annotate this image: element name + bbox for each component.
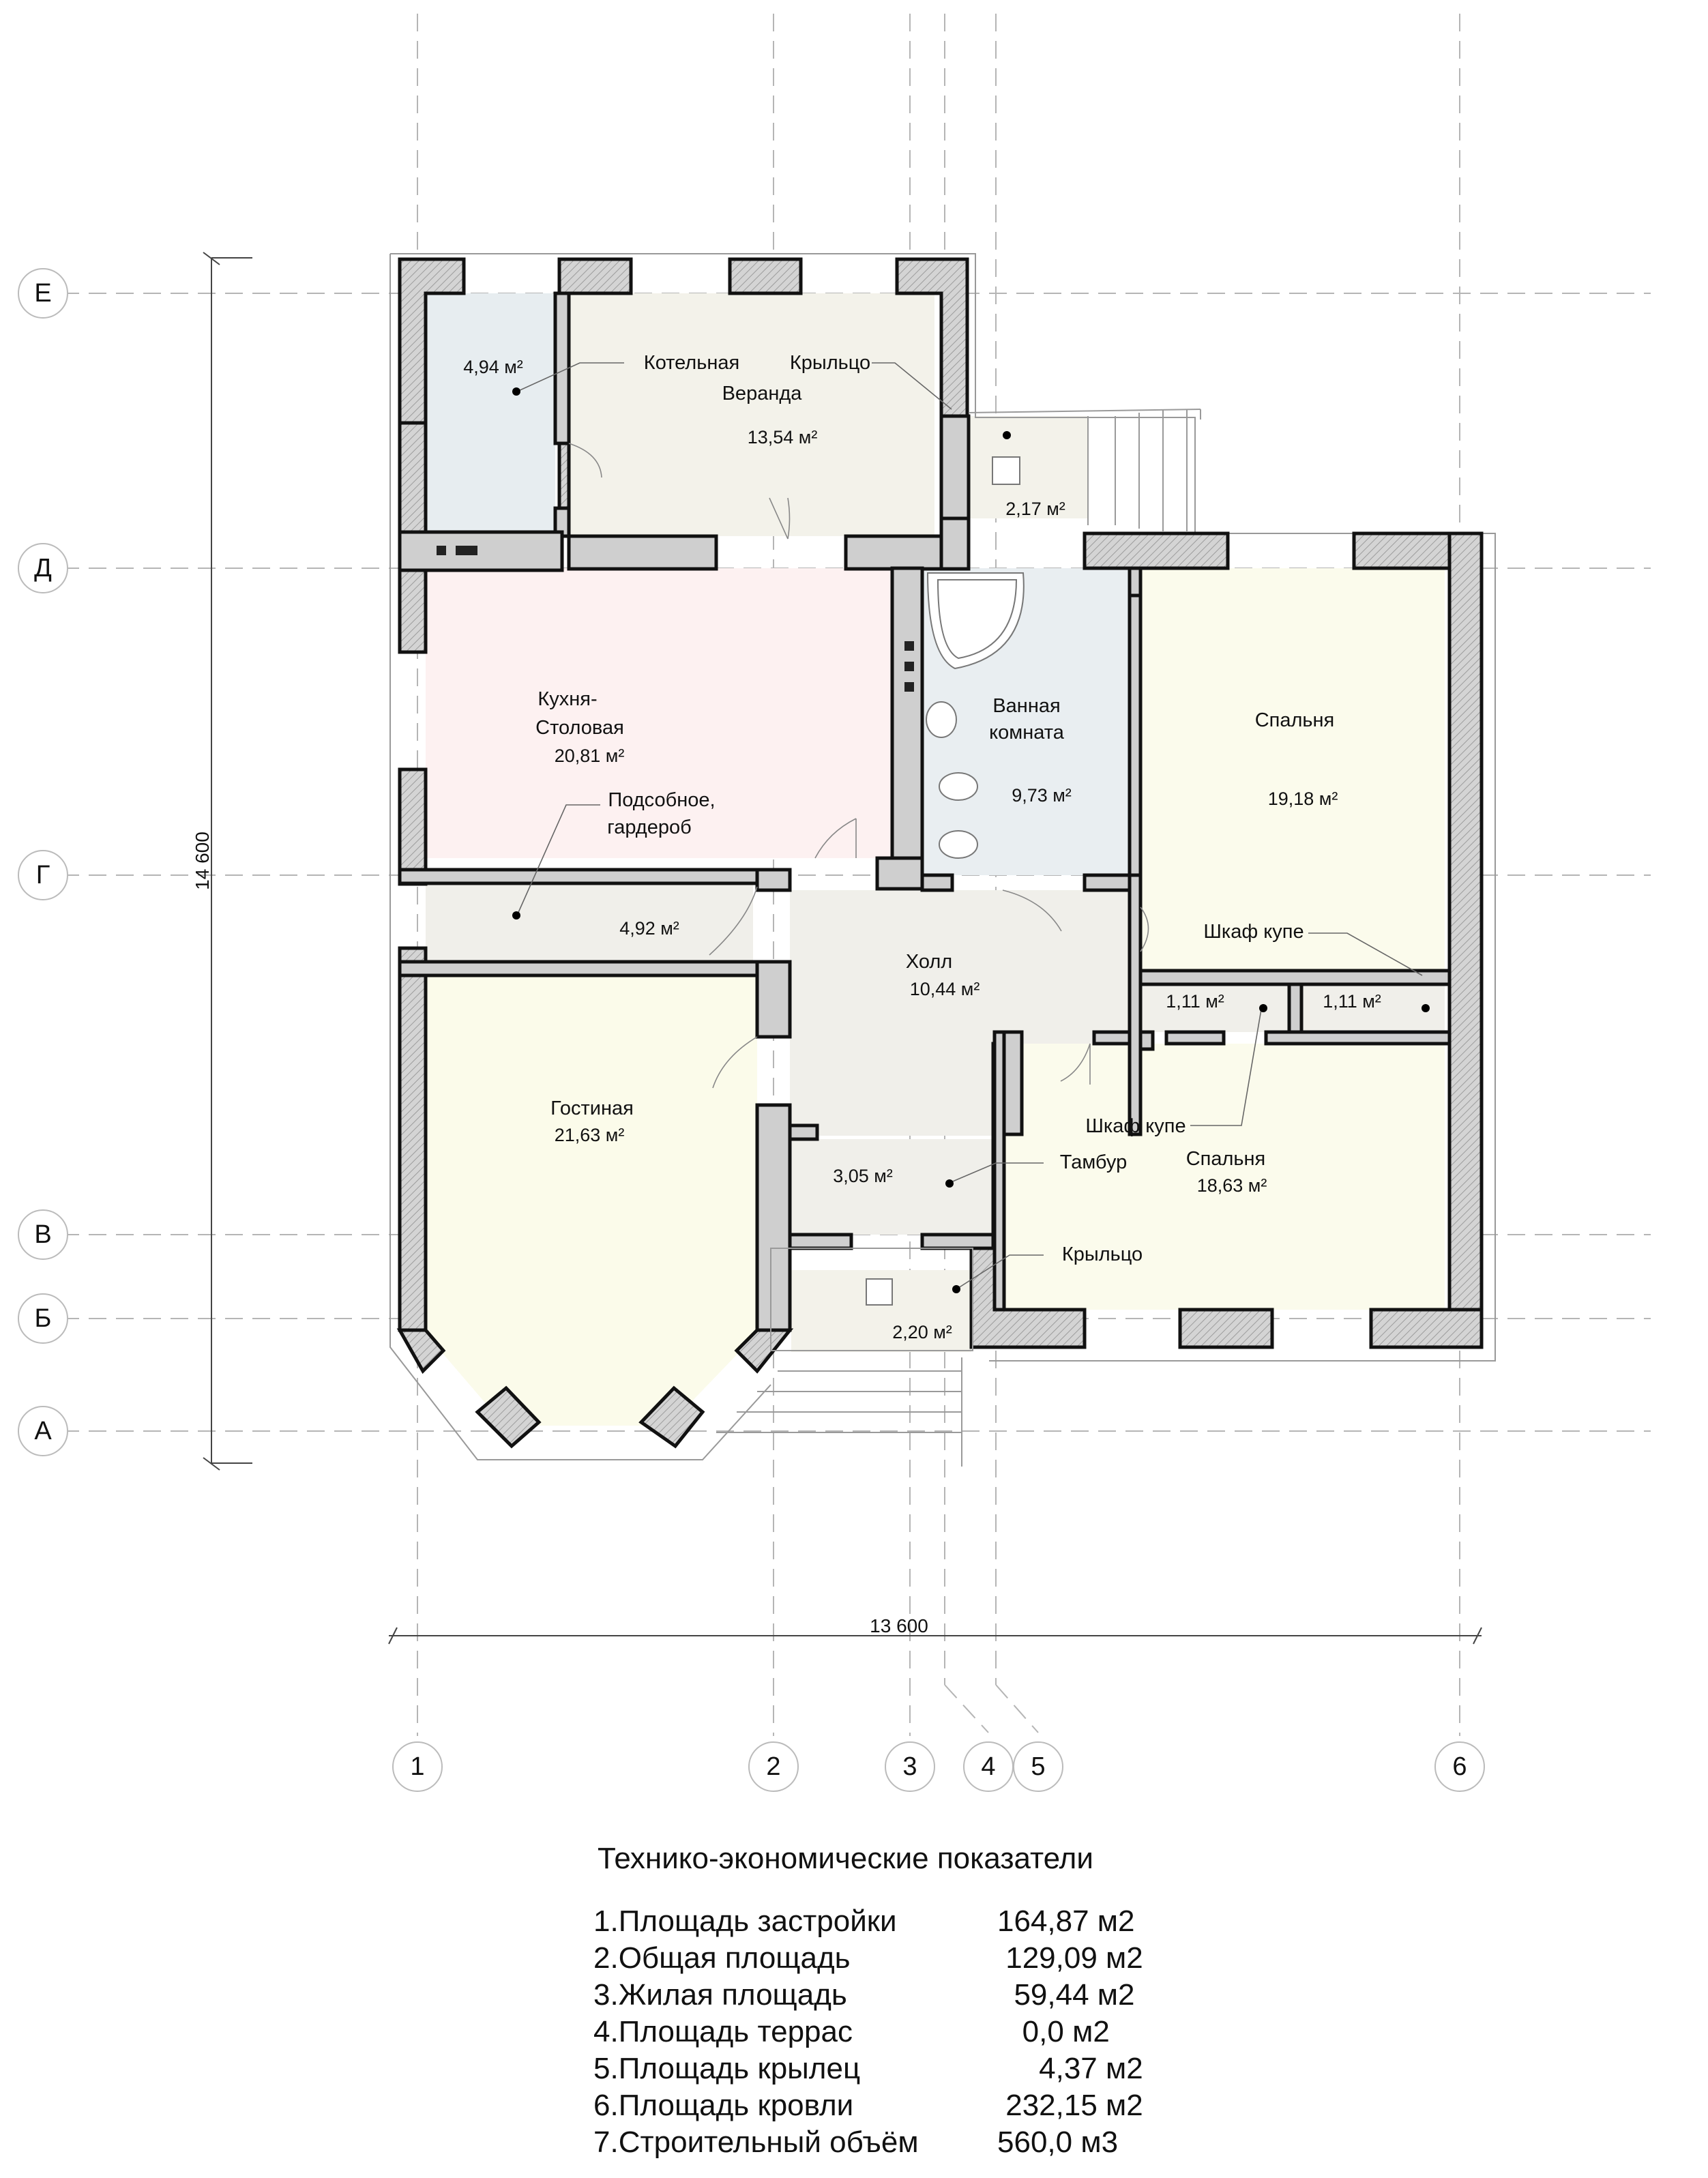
utility-name-2: гардероб (607, 816, 691, 838)
bedroom2-name: Спальня (1186, 1148, 1266, 1170)
hall-area: 10,44 м² (910, 979, 980, 999)
indicator-row: 7.Строительный объём 560,0 м3 (593, 2124, 1276, 2161)
living-name: Гостиная (550, 1098, 634, 1119)
room-bedroom1 (1140, 568, 1445, 971)
bedroom2-area: 18,63 м² (1197, 1175, 1267, 1196)
axis-col-2: 2 (766, 1752, 780, 1781)
dimension-lines (203, 252, 1482, 1645)
outer-outline (389, 253, 1496, 1460)
veranda-area: 13,54 м² (748, 427, 818, 447)
bedroom1-name: Спальня (1255, 709, 1335, 731)
indicator-label: 1.Площадь застройки (593, 1904, 897, 1938)
axis-row-e: Е (34, 279, 51, 308)
bathroom-name-2: комната (989, 722, 1065, 744)
indicator-value: 232,15 м2 (997, 2089, 1143, 2122)
indicator-row: 4.Площадь террас 0,0 м2 (593, 2014, 1276, 2050)
veranda-name: Веранда (722, 383, 803, 404)
axis-col-3: 3 (902, 1752, 917, 1781)
room-bedroom2 (1004, 1044, 1445, 1310)
indicator-value: 4,37 м2 (997, 2052, 1143, 2085)
leaders (516, 362, 1423, 1290)
indicator-row: 3.Жилая площадь 59,44 м2 (593, 1977, 1276, 2014)
indicator-label: 3.Жилая площадь (593, 1978, 847, 2012)
room-labels: 4,94 м² Котельная Веранда 13,54 м² Крыль… (463, 352, 1381, 1342)
room-kitchen (426, 568, 894, 858)
indicator-value: 59,44 м2 (997, 1978, 1135, 2012)
bedroom1-area: 19,18 м² (1268, 789, 1338, 809)
column-axis-markers: 1 2 3 4 5 6 (392, 1741, 1485, 1792)
wardrobe2-name: Шкаф купе (1085, 1115, 1186, 1137)
indicator-row: 5.Площадь крылец 4,37 м2 (593, 2050, 1276, 2087)
indicator-value: 560,0 м3 (997, 2125, 1119, 2159)
indicator-row: 1.Площадь застройки 164,87 м2 (593, 1903, 1276, 1940)
axis-row-v: В (34, 1220, 51, 1249)
porch-bottom-name: Крыльцо (1062, 1243, 1143, 1265)
bathroom-name-1: Ванная (992, 695, 1060, 717)
kitchen-name-2: Столовая (535, 717, 624, 739)
room-living (426, 975, 757, 1426)
room-porch-top (969, 416, 1088, 518)
hall-name: Холл (906, 951, 952, 973)
bathroom-fixtures (866, 456, 1025, 1306)
row-axis-markers: Е Д Г В Б А (18, 268, 68, 1456)
porch-bottom-area: 2,20 м² (892, 1322, 952, 1342)
room-wardrobe2 (1301, 984, 1445, 1032)
doors (568, 443, 1149, 1089)
vestibule-name: Тамбур (1060, 1151, 1127, 1173)
indicator-value: 129,09 м2 (997, 1941, 1143, 1975)
wardrobe1-name: Шкаф купе (1203, 921, 1304, 943)
axis-row-g: Г (36, 861, 50, 889)
utility-area: 4,92 м² (619, 918, 679, 939)
axis-row-d: Д (34, 554, 52, 583)
axis-col-6: 6 (1452, 1752, 1467, 1781)
room-veranda (566, 293, 934, 536)
porch-top-name: Крыльцо (790, 352, 870, 374)
indicator-value: 164,87 м2 (997, 1904, 1135, 1938)
indicator-label: 4.Площадь террас (593, 2015, 853, 2048)
axis-col-5: 5 (1031, 1752, 1045, 1781)
porch-top-area: 2,17 м² (1005, 499, 1065, 519)
bathroom-area: 9,73 м² (1012, 785, 1072, 806)
axis-col-1: 1 (410, 1752, 424, 1781)
axis-row-b: Б (35, 1304, 52, 1333)
axis-col-4: 4 (981, 1752, 995, 1781)
room-vestibule (791, 1139, 993, 1235)
walls (396, 257, 1484, 1449)
room-boiler (426, 293, 555, 532)
dim-height: 14 600 (192, 832, 213, 890)
living-area: 21,63 м² (555, 1125, 625, 1145)
room-utility (426, 875, 753, 964)
kitchen-area: 20,81 м² (555, 746, 625, 766)
boiler-area: 4,94 м² (463, 357, 523, 377)
indicator-label: 7.Строительный объём (593, 2125, 919, 2159)
indicator-row: 2.Общая площадь 129,09 м2 (593, 1940, 1276, 1977)
utility-name-1: Подсобное, (608, 789, 715, 811)
indicator-value: 0,0 м2 (997, 2015, 1110, 2048)
wardrobe2-area: 1,11 м² (1323, 991, 1381, 1012)
indicators-title: Технико-экономические показатели (598, 1842, 1093, 1875)
wardrobe1-area: 1,11 м² (1166, 991, 1224, 1012)
dim-width: 13 600 (870, 1615, 928, 1636)
porch-steps (716, 409, 1201, 1467)
indicator-label: 2.Общая площадь (593, 1941, 851, 1975)
room-fills (426, 293, 1445, 1426)
indicator-label: 6.Площадь кровли (593, 2089, 854, 2122)
vestibule-area: 3,05 м² (833, 1166, 893, 1186)
technical-indicators: Технико-экономические показатели 1.Площа… (593, 1842, 1276, 2161)
kitchen-name-1: Кухня- (538, 688, 597, 710)
boiler-name: Котельная (644, 352, 739, 374)
area-dots (512, 387, 1430, 1293)
indicator-label: 5.Площадь крылец (593, 2052, 861, 2085)
axis-row-a: А (34, 1417, 52, 1445)
indicator-row: 6.Площадь кровли 232,15 м2 (593, 2087, 1276, 2124)
